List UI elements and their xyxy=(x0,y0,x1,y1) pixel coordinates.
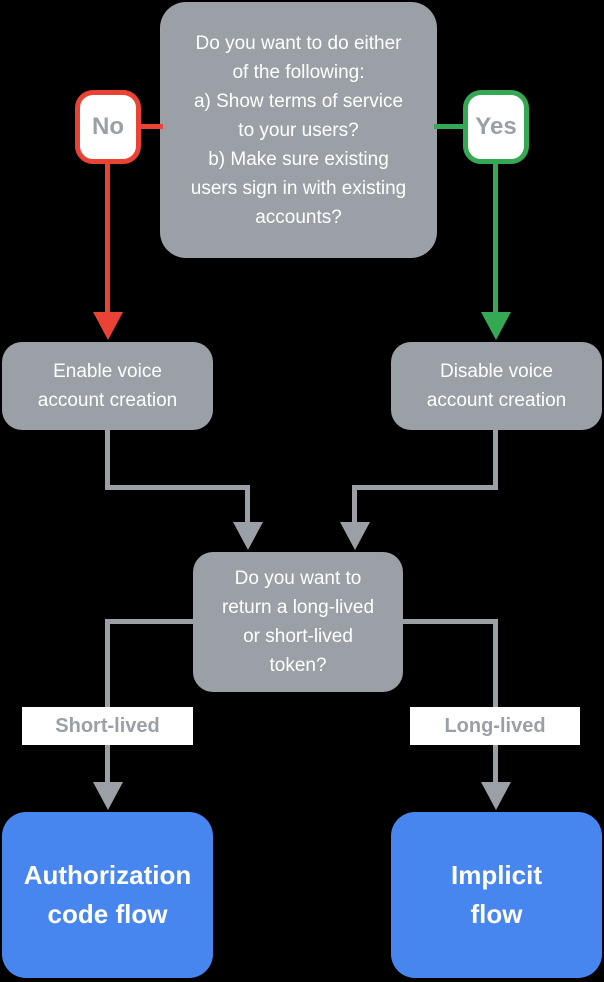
authorization-code-flow-node: Authorization code flow xyxy=(2,812,213,978)
top-question-node: Do you want to do either of the followin… xyxy=(160,2,437,258)
yes-badge: Yes xyxy=(463,90,529,164)
gray-arrow-down-icon xyxy=(340,522,370,550)
no-badge-label: No xyxy=(92,113,124,140)
token-question-node: Do you want to return a long-lived or sh… xyxy=(193,552,403,692)
short-lived-label: Short-lived xyxy=(22,707,193,745)
long-lived-label-text: Long-lived xyxy=(444,714,546,737)
implicit-flow-node: Implicit flow xyxy=(391,812,602,978)
enable-to-token-connector-h xyxy=(105,485,250,490)
disable-voice-node: Disable voice account creation xyxy=(391,342,602,430)
token-question-text: Do you want to return a long-lived or sh… xyxy=(221,568,375,676)
gray-arrow-down-icon xyxy=(233,522,263,550)
token-to-implicit-connector-h xyxy=(403,619,498,624)
implicit-flow-text: Implicit flow xyxy=(450,860,542,929)
enable-voice-text: Enable voice account creation xyxy=(37,361,178,411)
no-connector-vertical xyxy=(105,160,110,314)
yes-badge-label: Yes xyxy=(475,113,517,140)
enable-voice-node: Enable voice account creation xyxy=(2,342,213,430)
enable-to-token-connector-v1 xyxy=(105,428,110,490)
authorization-code-flow-text: Authorization code flow xyxy=(23,860,192,929)
gray-arrow-down-icon xyxy=(481,782,511,810)
red-arrow-down-icon xyxy=(93,312,123,340)
yes-connector-vertical xyxy=(493,160,498,314)
long-lived-label: Long-lived xyxy=(410,707,580,745)
token-to-implicit-connector-v xyxy=(493,619,498,786)
gray-arrow-down-icon xyxy=(93,782,123,810)
enable-to-token-connector-v2 xyxy=(245,485,250,525)
no-badge: No xyxy=(75,90,141,164)
top-question-text: Do you want to do either of the followin… xyxy=(190,32,407,228)
short-lived-label-text: Short-lived xyxy=(55,714,160,737)
green-arrow-down-icon xyxy=(481,312,511,340)
disable-to-token-connector-v1 xyxy=(493,428,498,490)
disable-voice-text: Disable voice account creation xyxy=(426,361,567,411)
token-to-auth-connector-v xyxy=(105,619,110,786)
disable-to-token-connector-h xyxy=(352,485,498,490)
yes-connector-horizontal xyxy=(434,124,465,129)
disable-to-token-connector-v2 xyxy=(352,485,357,525)
token-to-auth-connector-h xyxy=(105,619,193,624)
no-connector-horizontal xyxy=(141,124,163,129)
